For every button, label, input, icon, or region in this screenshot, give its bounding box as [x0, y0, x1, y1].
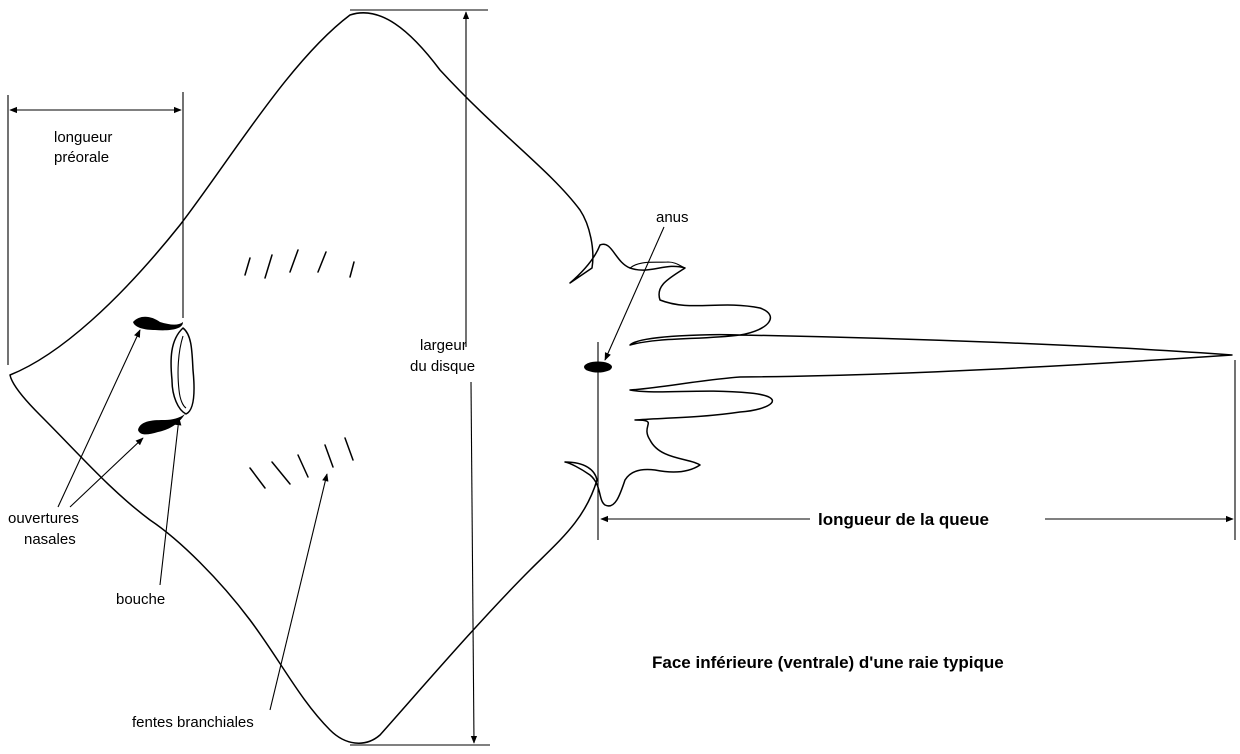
tail-length-label: longueur de la queue — [818, 510, 989, 529]
nasal-openings-label: ouvertures nasales — [8, 510, 83, 548]
nasal-pointer-upper — [58, 330, 140, 507]
nasal-opening-upper — [133, 317, 183, 331]
gill-slits-lower — [250, 438, 353, 488]
gill-slits-label: fentes branchiales — [132, 714, 254, 731]
nasal-pointer-lower — [70, 438, 143, 507]
mouth-label: bouche — [116, 591, 165, 608]
disc-width-label: largeur du disque — [410, 337, 475, 375]
gill-slits-upper — [245, 250, 354, 278]
mouth-outline — [171, 328, 194, 414]
diagram-caption: Face inférieure (ventrale) d'une raie ty… — [652, 653, 1004, 672]
mouth-pointer — [160, 418, 179, 585]
mouth-inner — [178, 336, 186, 408]
gill-slits-pointer — [270, 474, 327, 710]
anus-label: anus — [656, 209, 689, 226]
preoral-length-label: longueur préorale — [54, 129, 117, 166]
